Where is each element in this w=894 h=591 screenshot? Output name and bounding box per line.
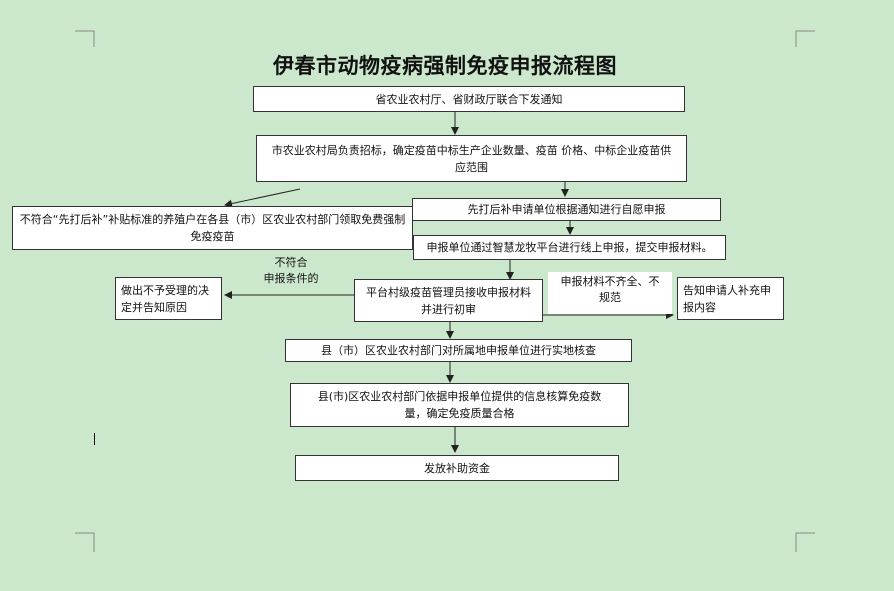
box-voluntary: 先打后补申请单位根据通知进行自愿申报 (412, 198, 721, 221)
box-subsidy: 发放补助资金 (295, 455, 619, 481)
box-notice: 省农业农村厅、省财政厅联合下发通知 (253, 86, 685, 112)
label-not-meet: 不符合 申报条件的 (263, 256, 319, 285)
label-incomplete: 申报材料不齐全、不 规范 (548, 272, 672, 314)
box-tender: 市农业农村局负责招标，确定疫苗中标生产企业数量、疫苗 价格、中标企业疫苗供应范围 (256, 135, 687, 182)
box-prereview: 平台村级疫苗管理员接收申报材料并进行初审 (354, 279, 543, 322)
page-title: 伊春市动物疫病强制免疫申报流程图 (273, 53, 617, 78)
box-supplement: 告知申请人补充申报内容 (677, 277, 784, 320)
box-calculate: 县(市)区农业农村部门依据申报单位提供的信息核算免疫数量，确定免疫质量合格 (290, 383, 629, 427)
box-online: 申报单位通过智慧龙牧平台进行线上申报，提交申报材料。 (413, 235, 726, 260)
box-reject: 做出不予受理的决定并告知原因 (115, 277, 222, 320)
box-verify: 县（市）区农业农村部门对所属地申报单位进行实地核查 (285, 339, 632, 362)
box-nonconform: 不符合“先打后补”补贴标准的养殖户在各县（市）区农业农村部门领取免费强制免疫疫苗 (12, 206, 413, 250)
text-cursor (94, 433, 95, 445)
